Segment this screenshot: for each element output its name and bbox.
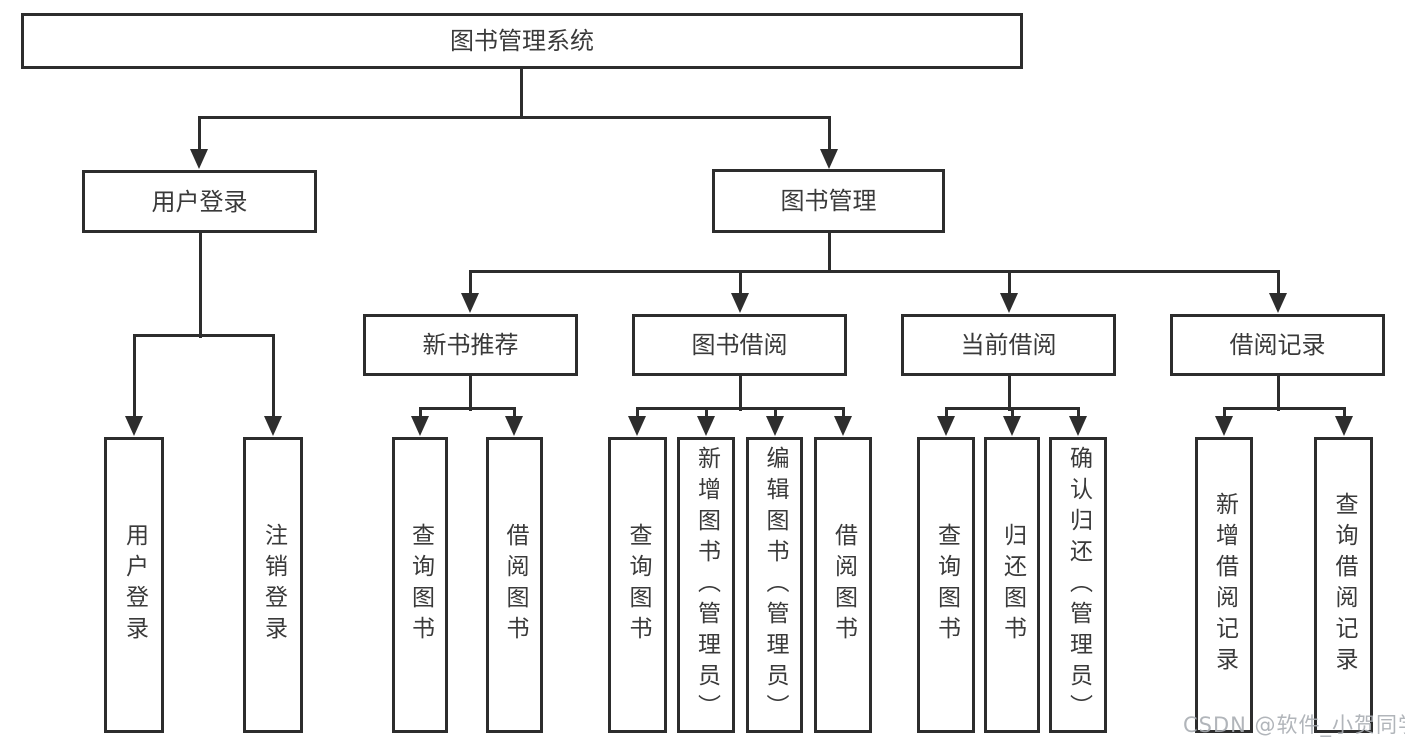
arrow-down-icon [820, 149, 838, 169]
connector-line [1223, 407, 1226, 420]
connector-line [636, 407, 844, 410]
connector-line [828, 116, 831, 153]
node-library-system: 图书管理系统 [21, 13, 1023, 69]
leaf-query-books-borrow: 查询图书 [608, 437, 667, 733]
connector-line [1011, 407, 1014, 420]
connector-line [739, 376, 742, 411]
connector-line [419, 407, 515, 410]
connector-line [1277, 270, 1280, 297]
leaf-query-books-recommend: 查询图书 [392, 437, 448, 733]
arrow-down-icon [461, 293, 479, 313]
arrow-down-icon [628, 416, 646, 436]
leaf-logout: 注销登录 [243, 437, 303, 733]
arrow-down-icon [834, 416, 852, 436]
arrow-down-icon [1269, 293, 1287, 313]
csdn-watermark: CSDN @软件_小贺同学 [1183, 713, 1405, 737]
node-borrowing-records: 借阅记录 [1170, 314, 1385, 376]
arrow-down-icon [505, 416, 523, 436]
connector-line [513, 407, 516, 420]
node-book-management: 图书管理 [712, 169, 945, 233]
connector-line [1223, 407, 1345, 410]
node-current-borrowing: 当前借阅 [901, 314, 1116, 376]
connector-line [1008, 270, 1011, 297]
arrow-down-icon [1003, 416, 1021, 436]
connector-line [945, 407, 948, 420]
leaf-return-books: 归还图书 [984, 437, 1040, 733]
leaf-add-borrow-record: 新增借阅记录 [1195, 437, 1253, 733]
node-new-book-recommendation: 新书推荐 [363, 314, 578, 376]
connector-line [469, 376, 472, 411]
leaf-user-login: 用户登录 [104, 437, 164, 733]
leaf-edit-books-admin: 编辑图书（管理员） [746, 437, 803, 733]
node-book-borrowing: 图书借阅 [632, 314, 847, 376]
connector-line [739, 270, 742, 297]
arrow-down-icon [1000, 293, 1018, 313]
connector-line [469, 270, 472, 297]
arrow-down-icon [1069, 416, 1087, 436]
connector-line [133, 334, 136, 420]
leaf-add-books-admin: 新增图书（管理员） [677, 437, 735, 733]
connector-line [419, 407, 422, 420]
leaf-borrow-books: 借阅图书 [814, 437, 872, 733]
connector-line [842, 407, 845, 420]
arrow-down-icon [411, 416, 429, 436]
arrow-down-icon [937, 416, 955, 436]
connector-line [272, 334, 275, 420]
node-user-login: 用户登录 [82, 170, 317, 233]
connector-line [705, 407, 708, 420]
connector-line [198, 116, 830, 119]
connector-line [133, 334, 274, 337]
arrow-down-icon [264, 416, 282, 436]
connector-line [774, 407, 777, 420]
connector-line [1077, 407, 1080, 420]
leaf-borrow-books-recommend: 借阅图书 [486, 437, 543, 733]
arrow-down-icon [1335, 416, 1353, 436]
connector-line [520, 68, 523, 119]
arrow-down-icon [731, 293, 749, 313]
connector-line [199, 233, 202, 338]
connector-line [1343, 407, 1346, 420]
connector-line [198, 116, 201, 153]
connector-line [1008, 376, 1011, 411]
arrow-down-icon [190, 149, 208, 169]
connector-line [1277, 376, 1280, 411]
arrow-down-icon [697, 416, 715, 436]
leaf-query-books-current: 查询图书 [917, 437, 975, 733]
arrow-down-icon [1215, 416, 1233, 436]
leaf-confirm-return-admin: 确认归还（管理员） [1049, 437, 1107, 733]
arrow-down-icon [125, 416, 143, 436]
connector-line [636, 407, 639, 420]
connector-line [828, 233, 831, 273]
arrow-down-icon [766, 416, 784, 436]
leaf-query-borrow-record: 查询借阅记录 [1314, 437, 1373, 733]
connector-line [469, 270, 1279, 273]
